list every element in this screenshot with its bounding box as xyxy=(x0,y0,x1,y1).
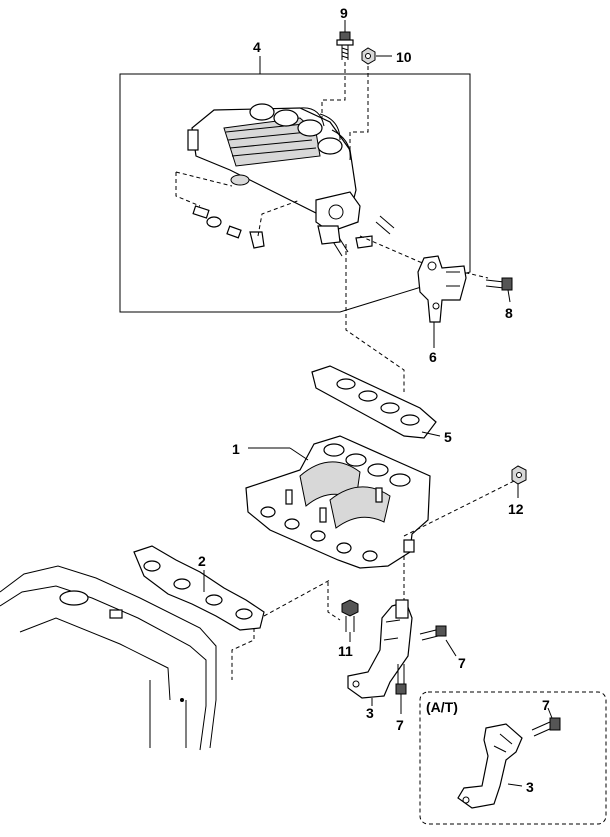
bolt-part-7-lower xyxy=(395,664,407,695)
callout-9: 9 xyxy=(340,5,348,21)
inset-label: (A/T) xyxy=(426,699,458,715)
callout-10: 10 xyxy=(396,49,412,65)
upper-intake-assembly-box xyxy=(119,73,471,313)
bracket-part-6 xyxy=(417,255,467,323)
bolt-part-9 xyxy=(336,31,354,60)
bolt-part-7-upper xyxy=(419,625,447,641)
bracket-part-3 xyxy=(347,599,413,699)
flange-studs xyxy=(317,215,395,257)
callout-11: 11 xyxy=(338,643,353,659)
nut-part-12 xyxy=(511,465,527,485)
engine-head-outline xyxy=(0,565,217,751)
plenum-fittings xyxy=(175,171,301,249)
inset-bracket-part-3 xyxy=(457,723,523,809)
bolt-part-8 xyxy=(485,277,513,291)
nut-part-10 xyxy=(361,47,376,65)
callout-3-main: 3 xyxy=(366,705,374,721)
callout-7-right: 7 xyxy=(458,655,466,671)
callout-2: 2 xyxy=(198,553,206,569)
callout-6: 6 xyxy=(429,349,437,365)
inset-bolt-part-7 xyxy=(531,717,561,737)
callout-12: 12 xyxy=(508,501,524,517)
callout-7-inset: 7 xyxy=(542,697,550,713)
manifold-gasket-part-2 xyxy=(133,545,265,631)
leader-lines xyxy=(203,20,553,787)
callout-7-bottom: 7 xyxy=(396,717,404,733)
intake-manifold-part-1 xyxy=(245,435,431,569)
callout-3-inset: 3 xyxy=(526,779,534,795)
callout-1: 1 xyxy=(232,441,240,457)
callout-5: 5 xyxy=(444,429,452,445)
callout-4: 4 xyxy=(253,39,261,55)
intake-gasket-part-5 xyxy=(311,365,437,439)
bolt-part-11 xyxy=(341,599,359,632)
at-inset-box xyxy=(419,691,607,825)
intake-plenum xyxy=(187,103,361,233)
callout-8: 8 xyxy=(505,305,513,321)
